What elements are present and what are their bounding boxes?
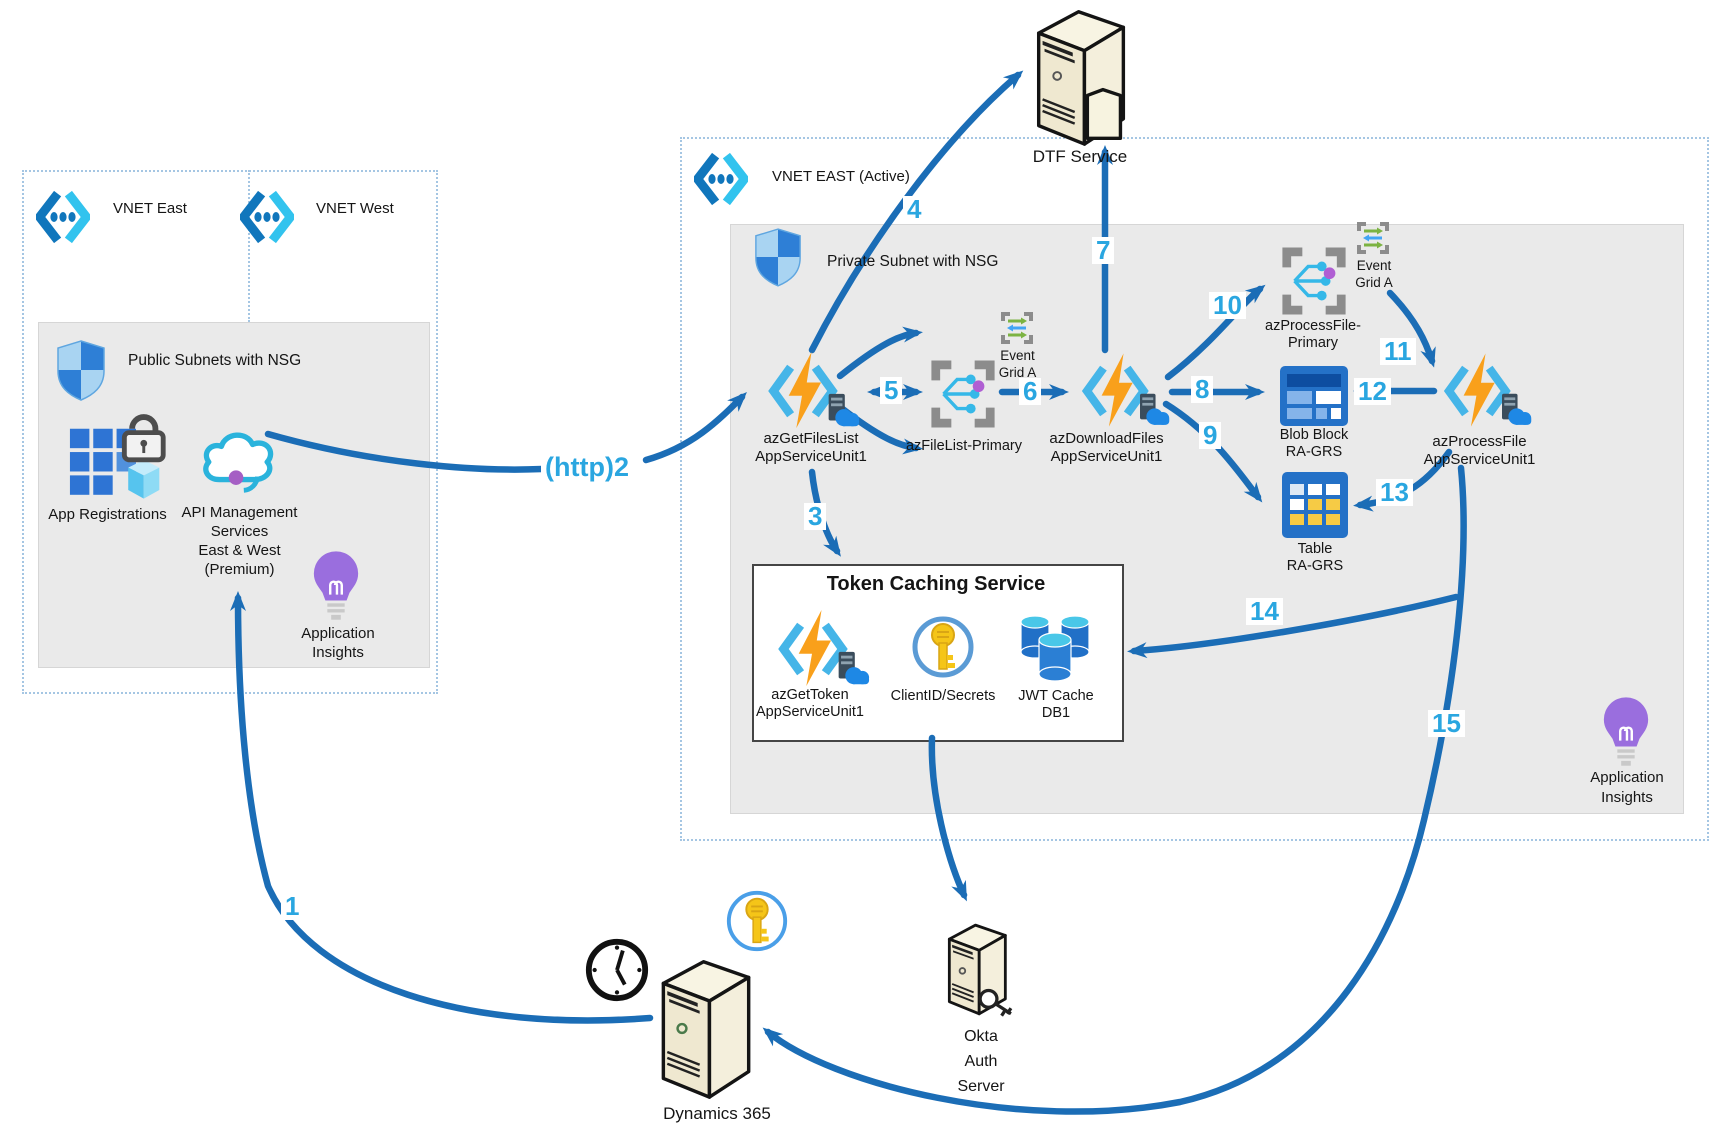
az-download-files-label: azDownloadFiles AppServiceUnit1: [1049, 430, 1164, 465]
public-subnet-title: Public Subnets with NSG: [128, 352, 302, 369]
vnet-east-icon: [36, 190, 90, 244]
vnet-east-label: VNET East: [113, 200, 187, 217]
vnet-west-icon: [240, 190, 294, 244]
okta-auth-server-label: Okta Auth Server: [957, 1028, 1005, 1095]
az-get-files-list-label: azGetFilesList AppServiceUnit1: [755, 430, 867, 465]
private-subnet-title: Private Subnet with NSG: [827, 253, 999, 270]
vnet-east-active-icon: [694, 152, 748, 206]
client-id-secrets-key-icon: [912, 616, 974, 678]
table-storage-label: Table RA-GRS: [1286, 541, 1344, 574]
blob-block-storage-icon: [1280, 366, 1348, 426]
az-processfile-primary-label: azProcessFile- Primary: [1265, 318, 1361, 351]
flow-label-15: 15: [1428, 709, 1465, 738]
flow-label-7: 7: [1092, 236, 1115, 265]
flow-label-13: 13: [1376, 478, 1413, 507]
flow-label-3: 3: [804, 502, 827, 531]
vnet-east-active-title: VNET EAST (Active): [772, 168, 910, 185]
nsg-shield-icon-private: [755, 228, 801, 287]
nsg-shield-icon-public: [57, 340, 105, 401]
table-storage-icon: [1282, 472, 1348, 538]
app-registrations-icon: [69, 414, 166, 499]
application-insights-label-left: Application Insights: [301, 625, 375, 661]
dynamics-365-label: Dynamics 365: [663, 1104, 771, 1123]
az-processfile-function-icon: [1443, 353, 1532, 427]
az-processfile-label: azProcessFile AppServiceUnit1: [1423, 433, 1536, 468]
application-insights-label-right: Application Insights: [1590, 769, 1664, 806]
event-grid-a2-label: Event Grid A: [1355, 258, 1393, 290]
application-insights-icon-left: [313, 551, 359, 620]
flow-label-6: 6: [1019, 377, 1042, 406]
blob-block-label: Blob Block RA-GRS: [1279, 427, 1349, 460]
az-get-token-function-icon: [778, 610, 870, 687]
flow-label-10: 10: [1209, 291, 1246, 320]
vnet-east-west-divider: [248, 170, 250, 322]
az-filelist-primary-label: azFileList-Primary: [905, 438, 1022, 454]
flow-label-1: 1: [281, 892, 304, 921]
token-caching-service-title: Token Caching Service: [826, 573, 1046, 595]
flow-label-2-http: (http)2: [541, 453, 633, 481]
flow-label-4: 4: [903, 195, 926, 224]
dynamics-365-server-icon: [661, 960, 751, 1099]
okta-auth-server-icon: [947, 923, 1013, 1017]
az-get-files-list-function-icon: [768, 352, 860, 429]
api-management-label: API Management Services East & West (Pre…: [181, 504, 298, 578]
jwt-cache-db-icon: [1020, 615, 1090, 682]
flow-label-9: 9: [1199, 421, 1222, 450]
event-grid-a1-icon: [1001, 312, 1033, 344]
flow-label-11: 11: [1380, 337, 1416, 366]
dynamics-365-key-icon: [726, 890, 788, 952]
client-id-secrets-label: ClientID/Secrets: [890, 688, 996, 704]
flow-label-14: 14: [1246, 597, 1283, 626]
az-filelist-primary-icon: [931, 360, 995, 428]
application-insights-icon-right: [1603, 697, 1649, 766]
vnet-west-label: VNET West: [316, 200, 394, 217]
jwt-cache-db-label: JWT Cache DB1: [1018, 688, 1094, 721]
app-registrations-label: App Registrations: [48, 506, 167, 523]
event-grid-a2-icon: [1357, 222, 1389, 254]
dynamics-365-clock-icon: [585, 938, 649, 1002]
flow-label-5: 5: [880, 376, 903, 405]
dtf-service-server-icon: [1036, 10, 1126, 146]
az-get-token-label: azGetToken AppServiceUnit1: [756, 687, 864, 720]
event-grid-a1-label: Event Grid A: [998, 348, 1037, 380]
flow-label-12: 12: [1354, 377, 1391, 406]
az-download-files-function-icon: [1081, 353, 1170, 427]
flow-label-8: 8: [1191, 375, 1214, 404]
dtf-service-label: DTF Service: [1032, 147, 1128, 166]
api-management-icon: [203, 432, 274, 493]
az-processfile-primary-icon: [1282, 247, 1346, 315]
